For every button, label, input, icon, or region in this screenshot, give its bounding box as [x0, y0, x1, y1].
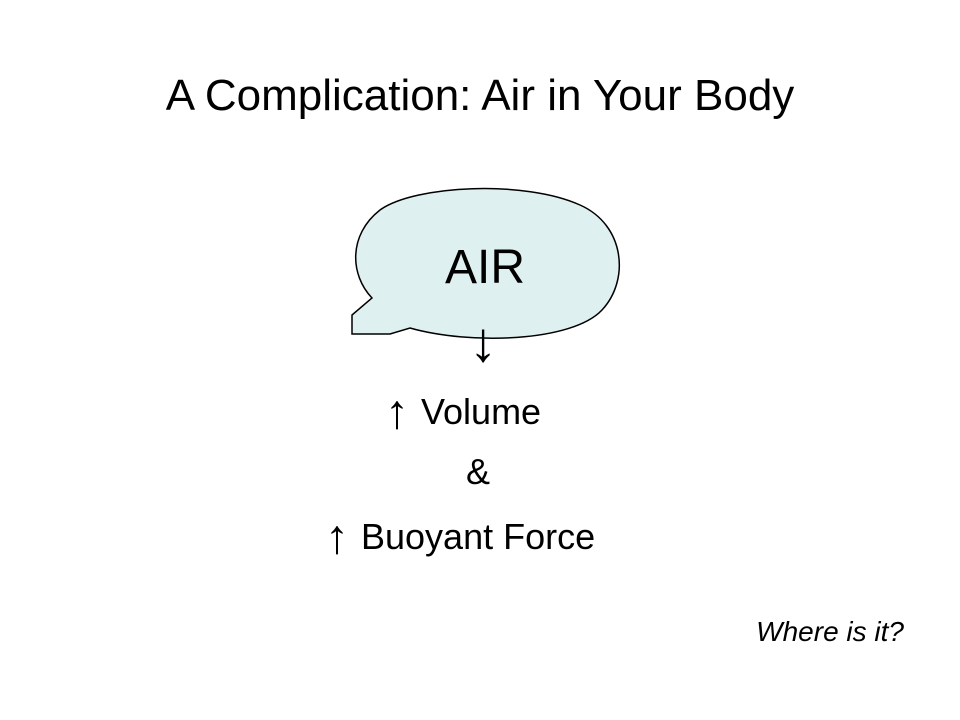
buoyant-force-line: ↑ Buoyant Force: [325, 511, 596, 564]
slide-title: A Complication: Air in Your Body: [165, 71, 795, 120]
air-speech-bubble: [351, 187, 621, 339]
air-bubble-shape: [351, 187, 621, 339]
ampersand: &: [466, 451, 491, 492]
volume-line: ↑ Volume: [385, 386, 542, 439]
arrow-up-icon: ↑: [385, 386, 409, 439]
arrow-down-icon: ↓: [469, 310, 497, 373]
arrow-up-icon: ↑: [325, 511, 349, 564]
air-label: AIR: [444, 241, 525, 294]
question-text: Where is it?: [756, 616, 904, 647]
volume-text: Volume: [421, 391, 542, 432]
buoyant-force-text: Buoyant Force: [361, 516, 596, 557]
